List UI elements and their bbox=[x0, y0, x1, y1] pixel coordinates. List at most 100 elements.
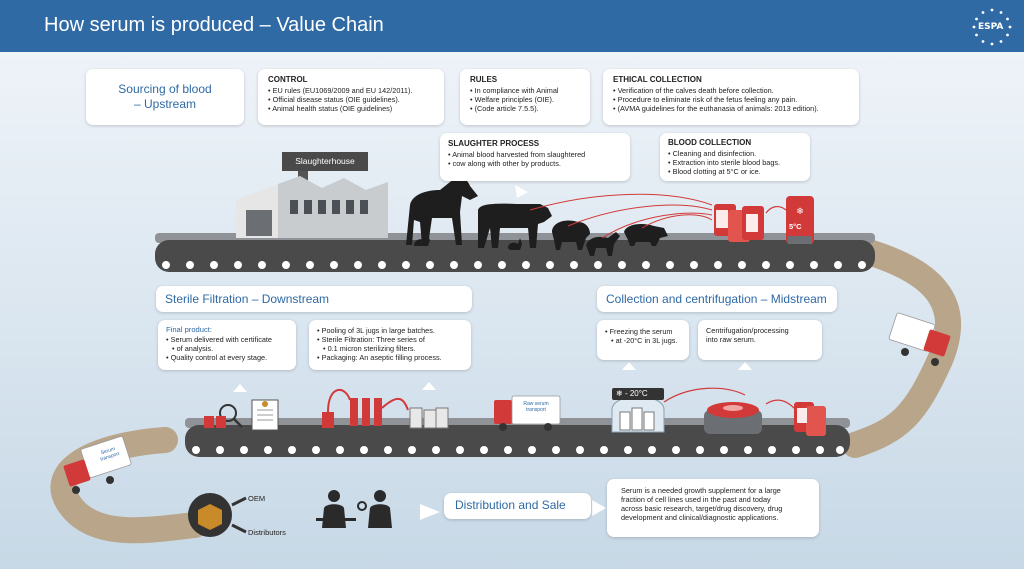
final-item-text: of analysis. bbox=[176, 344, 214, 353]
upstream-title-line2: – Upstream bbox=[133, 97, 197, 111]
lower-conveyor-rollers bbox=[192, 446, 844, 454]
rules-box: RULES In compliance with Animal Welfare … bbox=[460, 69, 590, 125]
distribution-title: Distribution and Sale bbox=[455, 498, 566, 512]
control-heading: CONTROL bbox=[268, 75, 308, 84]
freezer-jugs-icon bbox=[611, 388, 665, 433]
freezing-box: Freezing the serum at -20°C in 3L jugs. bbox=[597, 320, 689, 360]
slaughterhouse-icon bbox=[236, 168, 388, 238]
serum-info-line: across basic research, target/drug disco… bbox=[621, 504, 783, 513]
ethical-item-text: (AVMA guidelines for the euthanasia of a… bbox=[617, 104, 819, 113]
ethical-item: (AVMA guidelines for the euthanasia of a… bbox=[613, 104, 859, 113]
chicken-icon bbox=[414, 236, 430, 246]
distributors-label: Distributors bbox=[248, 528, 286, 537]
down-arrows bbox=[233, 168, 752, 392]
midstream-title: Collection and centrifugation – Midstrea… bbox=[606, 292, 827, 306]
freezing-item: Freezing the serum bbox=[605, 327, 689, 336]
oem-label: OEM bbox=[248, 494, 266, 503]
freezer-temperature-label: ❄ - 20°C bbox=[616, 389, 648, 398]
snowflake-icon: ❄ bbox=[796, 207, 804, 217]
blood-collection-box: BLOOD COLLECTION Cleaning and disinfecti… bbox=[660, 133, 810, 181]
upstream-title-line1: Sourcing of blood bbox=[118, 82, 212, 96]
rules-item-text: (Code article 7.5.5). bbox=[474, 104, 539, 113]
cow-icon bbox=[478, 203, 552, 248]
cooler-icon: ❄ bbox=[786, 196, 814, 244]
downstream-title-box: Sterile Filtration – Downstream bbox=[156, 286, 472, 312]
slaughter-item-text: cow along with other by products. bbox=[452, 159, 561, 168]
centrifugation-box: Centrifugation/processing into raw serum… bbox=[698, 320, 822, 360]
blood-bags-icon bbox=[714, 204, 764, 242]
bags-to-centrifuge-arrow bbox=[765, 399, 797, 411]
pooling-box: Pooling of 3L jugs in large batches. Ste… bbox=[309, 320, 471, 370]
freezing-item: at -20°C in 3L jugs. bbox=[605, 336, 689, 345]
header-bar: How serum is produced – Value Chain ESPA bbox=[0, 0, 1024, 52]
control-item: Official disease status (OIE guidelines)… bbox=[268, 95, 444, 104]
serum-transport-truck-icon bbox=[63, 436, 132, 494]
pooling-item-text: 0.1 micron sterilizing filters. bbox=[327, 344, 416, 353]
filtration-equipment-icon bbox=[322, 389, 449, 429]
distribution-title-box: Distribution and Sale bbox=[444, 493, 591, 519]
final-item: Quality control at every stage. bbox=[166, 353, 296, 362]
slaughter-item: cow along with other by products. bbox=[448, 159, 630, 168]
final-item: Serum delivered with certificate bbox=[166, 335, 296, 344]
info-arrow-left bbox=[592, 500, 606, 516]
centrifugation-line: Centrifugation/processing bbox=[706, 326, 789, 335]
horse-icon bbox=[406, 177, 478, 245]
certificate-icon bbox=[251, 399, 279, 431]
espa-logo: ESPA bbox=[970, 6, 1014, 48]
goat-icon bbox=[586, 232, 620, 256]
centrifuge-to-freezer-arrow bbox=[663, 387, 746, 403]
slaughter-process-box: SLAUGHTER PROCESS Animal blood harvested… bbox=[440, 133, 630, 181]
rules-item: In compliance with Animal bbox=[470, 86, 590, 95]
pig-icon bbox=[624, 224, 668, 246]
researchers-icon bbox=[316, 490, 392, 528]
cooler-temperature-label: 5°C bbox=[789, 222, 802, 231]
rules-item-text: Welfare principles (OIE). bbox=[474, 95, 554, 104]
serum-info-box: Serum is a needed growth supplement for … bbox=[607, 479, 819, 537]
blood-heading: BLOOD COLLECTION bbox=[668, 138, 752, 147]
control-item: Animal health status (OIE guidelines) bbox=[268, 104, 444, 113]
upper-conveyor-rollers bbox=[162, 261, 866, 269]
eu-stars-icon bbox=[972, 8, 1012, 46]
final-item: of analysis. bbox=[166, 344, 296, 353]
blood-item: Blood clotting at 5°C or ice. bbox=[668, 167, 810, 176]
serum-info-line: development and clinical/diagnostic appl… bbox=[621, 513, 779, 522]
downstream-title: Sterile Filtration – Downstream bbox=[165, 292, 330, 306]
dirt-path-right bbox=[842, 237, 962, 458]
final-product-heading: Final product: bbox=[166, 325, 213, 334]
ethical-heading: ETHICAL COLLECTION bbox=[613, 75, 702, 84]
freezing-item-text: at -20°C in 3L jugs. bbox=[615, 336, 678, 345]
rabbit-icon bbox=[508, 238, 522, 250]
bags-to-cooler-arrow bbox=[765, 206, 787, 214]
centrifuge-icon bbox=[704, 402, 762, 434]
pooling-item: Packaging: An aseptic filling process. bbox=[317, 353, 471, 362]
pooling-item: Pooling of 3L jugs in large batches. bbox=[317, 326, 471, 335]
slaughterhouse-label: Slaughterhouse bbox=[282, 152, 368, 171]
slaughter-item: Animal blood harvested from slaughtered bbox=[448, 150, 630, 159]
blood-transport-truck-icon bbox=[888, 312, 951, 366]
final-product-box: Final product: Serum delivered with cert… bbox=[158, 320, 296, 370]
animals-group bbox=[406, 177, 668, 256]
raw-serum-truck-icon bbox=[494, 395, 561, 431]
serum-info-line: fraction of cell lines used in the past … bbox=[621, 495, 771, 504]
rules-heading: RULES bbox=[470, 75, 498, 84]
pooling-item: Sterile Filtration: Three series of bbox=[317, 335, 471, 344]
raw-serum-truck-label: Raw serum transport bbox=[523, 401, 549, 413]
page-title: How serum is produced – Value Chain bbox=[44, 14, 384, 36]
control-box: CONTROL EU rules (EU1069/2009 and EU 142… bbox=[258, 69, 444, 125]
centrifugation-line: into raw serum. bbox=[706, 335, 756, 344]
serum-info-line: Serum is a needed growth supplement for … bbox=[621, 486, 781, 495]
upstream-title-box: Sourcing of blood – Upstream bbox=[86, 69, 244, 125]
quality-control-icons bbox=[204, 399, 279, 431]
lower-blood-bags-icon bbox=[794, 402, 826, 436]
rules-item: (Code article 7.5.5). bbox=[470, 104, 590, 113]
snowflake-icon: ❄ bbox=[616, 389, 623, 398]
ethical-item: Verification of the calves death before … bbox=[613, 86, 859, 95]
rules-item: Welfare principles (OIE). bbox=[470, 95, 590, 104]
lower-conveyor-belt bbox=[185, 425, 850, 457]
distribution-arrow-left bbox=[420, 504, 440, 520]
freezer-temperature-text: - 20°C bbox=[624, 389, 648, 398]
ethical-collection-box: ETHICAL COLLECTION Verification of the c… bbox=[603, 69, 859, 125]
slaughter-heading: SLAUGHTER PROCESS bbox=[448, 139, 540, 148]
ethical-item: Procedure to eliminate risk of the fetus… bbox=[613, 95, 859, 104]
